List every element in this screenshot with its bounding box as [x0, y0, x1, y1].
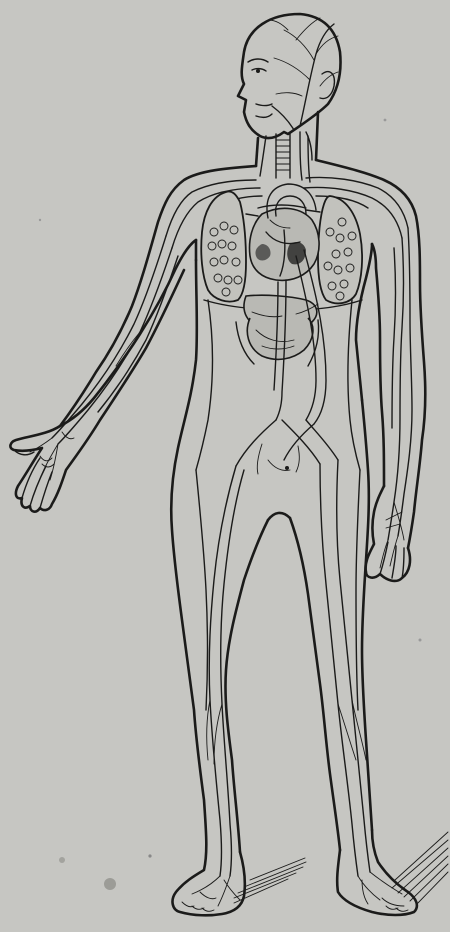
- head-vessels: [268, 18, 338, 160]
- right-lung: [318, 196, 362, 303]
- left-leg-vessels: [192, 466, 244, 906]
- right-arm-vessels: [380, 228, 412, 568]
- stomach: [247, 318, 313, 359]
- abdominal-organs: [204, 295, 362, 366]
- body-outline: [10, 14, 425, 915]
- trachea: [276, 134, 290, 178]
- foot-details: [182, 902, 408, 911]
